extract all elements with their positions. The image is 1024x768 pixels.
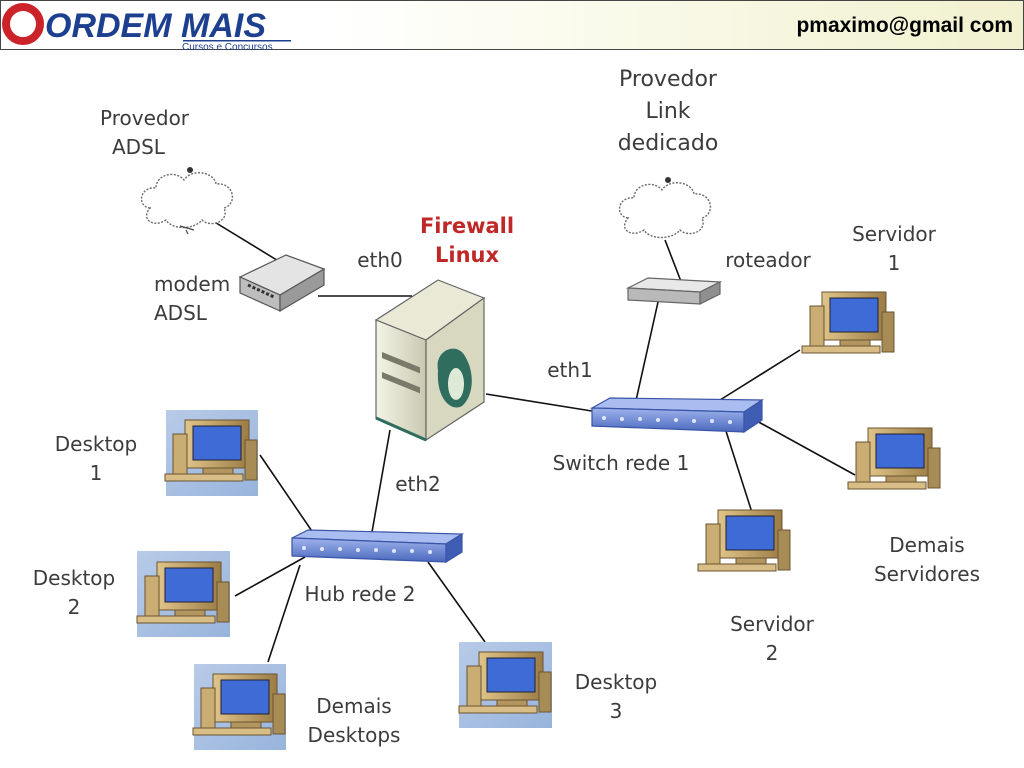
line-hub-desktop2 <box>234 556 306 597</box>
label-roteador: roteador <box>725 248 811 272</box>
desktop-computer-icon <box>458 642 552 728</box>
label-provedor-link: Provedor Link dedicado <box>617 67 719 156</box>
line-firewall-hub <box>371 429 391 533</box>
logo-text: ORDEM MAIS <box>45 7 266 45</box>
hub-icon <box>291 529 465 564</box>
email-address: pmaximo@gmail com <box>796 14 1013 37</box>
server-computer-icon <box>801 291 895 354</box>
line-cloud-modem <box>207 217 281 263</box>
label-desktop2: Desktop 2 <box>32 566 116 619</box>
label-provedor-adsl: Provedor ADSL <box>100 106 190 159</box>
label-desktop3: Desktop 3 <box>574 670 658 723</box>
desktop-computer-icon <box>192 664 286 750</box>
label-eth2: eth2 <box>395 472 441 496</box>
label-eth0: eth0 <box>357 248 403 272</box>
label-hub: Hub rede 2 <box>304 582 416 606</box>
ordem-mais-logo: ORDEM MAIS Cursos e Concursos <box>2 3 291 53</box>
modem-icon <box>238 254 326 313</box>
line-switch-servidores <box>754 419 856 476</box>
label-demais-desktops: Demais Desktops <box>307 694 401 747</box>
line-hub-desktop3 <box>427 561 486 643</box>
desktop-computer-icon <box>164 410 258 496</box>
switch-icon <box>589 397 764 434</box>
connections <box>207 217 856 663</box>
line-hub-desktops <box>267 564 301 663</box>
cloud-icon <box>140 172 234 229</box>
line-firewall-switch <box>485 393 599 413</box>
line-router-switch <box>634 301 659 406</box>
router-icon <box>625 277 723 305</box>
label-firewall: Firewall Linux <box>419 214 515 267</box>
cloud-icon <box>618 182 712 239</box>
line-switch-servidor2 <box>724 427 756 523</box>
label-eth1: eth1 <box>547 358 593 382</box>
label-switch: Switch rede 1 <box>552 451 690 475</box>
server-computer-icon <box>697 509 791 572</box>
cloud-plug-icon <box>179 225 195 235</box>
label-desktop1: Desktop 1 <box>54 432 138 485</box>
server-computer-icon <box>847 427 941 490</box>
label-servidor1: Servidor 1 <box>852 222 936 275</box>
logo-subtitle: Cursos e Concursos <box>182 42 273 53</box>
line-hub-desktop1 <box>259 454 319 541</box>
firewall-server-icon <box>374 279 486 442</box>
line-switch-servidor1 <box>719 349 801 401</box>
line-cloud-router <box>664 239 683 285</box>
label-demais-servidores: Demais Servidores <box>873 533 981 586</box>
desktop-computer-icon <box>136 551 230 637</box>
label-servidor2: Servidor 2 <box>730 612 814 665</box>
header-bar: ORDEM MAIS Cursos e Concursos pmaximo@gm… <box>0 0 1024 53</box>
label-modem: modem ADSL <box>154 272 231 325</box>
